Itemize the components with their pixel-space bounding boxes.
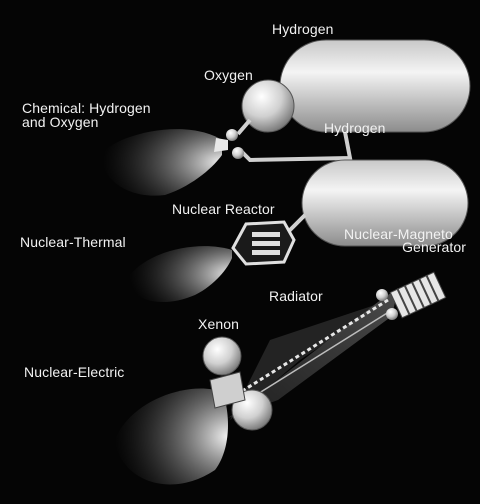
chemical-pump-lower (232, 147, 244, 159)
hydrogen-feed-line (240, 132, 350, 160)
label-nuclear-reactor: Nuclear Reactor (172, 203, 275, 216)
label-magneto-line2: Generator (344, 241, 466, 254)
chemical-exhaust-plume (103, 129, 222, 196)
reactor-fuel-element-1 (252, 232, 280, 237)
label-nuclear-electric: Nuclear-Electric (24, 366, 124, 379)
label-hydrogen-bottom: Hydrogen (324, 122, 386, 135)
generator-sphere-lower (386, 308, 398, 320)
label-nuclear-thermal: Nuclear-Thermal (20, 236, 126, 249)
generator-sphere-upper (376, 289, 388, 301)
reactor-fuel-element-2 (252, 241, 280, 246)
label-oxygen: Oxygen (204, 69, 253, 82)
reactor-fuel-element-3 (252, 250, 280, 255)
label-chemical-line2: and Oxygen (22, 116, 99, 129)
chemical-pump-upper (226, 129, 238, 141)
oxygen-tank (242, 80, 294, 132)
nuclear-magneto-generator (390, 272, 445, 318)
hydrogen-tank-top (280, 40, 470, 132)
label-hydrogen-top: Hydrogen (272, 23, 334, 36)
nuclear-electric-exhaust-plume (115, 389, 228, 485)
chemical-nozzle (214, 138, 228, 152)
label-xenon: Xenon (198, 318, 239, 331)
label-radiator: Radiator (269, 290, 323, 303)
nuclear-thermal-exhaust-plume (130, 246, 232, 302)
oxygen-feed-line (238, 120, 250, 134)
xenon-tank-upper (203, 337, 241, 375)
